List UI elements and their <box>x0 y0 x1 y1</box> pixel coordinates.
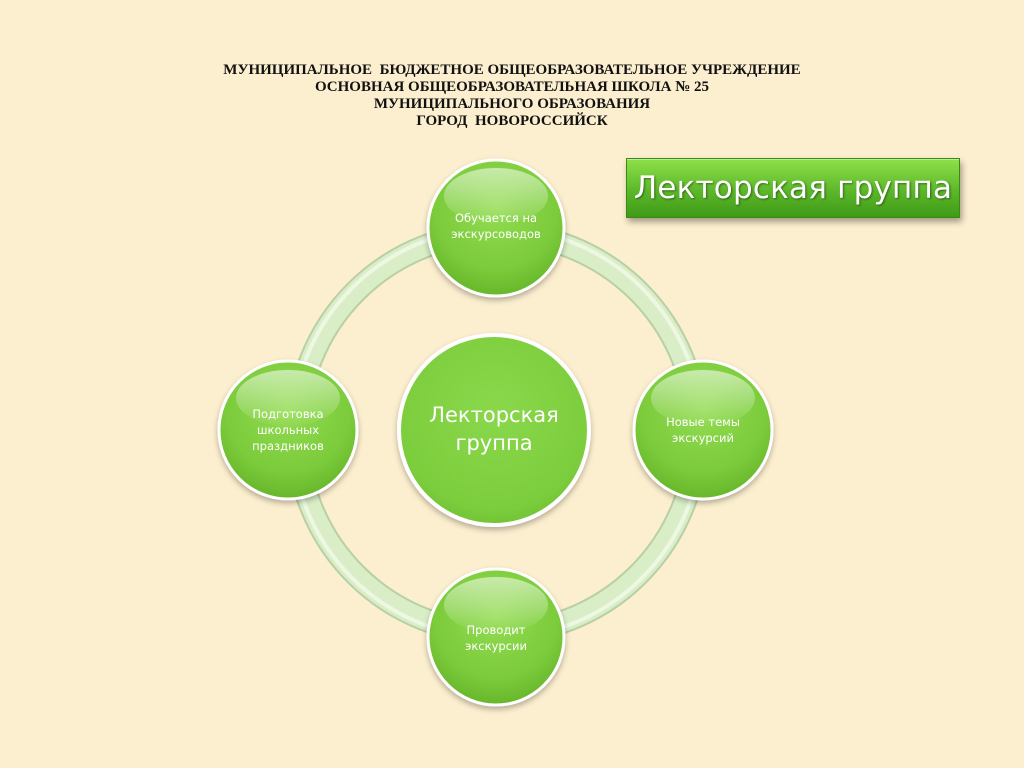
center-node <box>397 333 591 527</box>
node-right-line2: экскурсий <box>672 431 734 445</box>
header-line: МУНИЦИПАЛЬНОЕ БЮДЖЕТНОЕ ОБЩЕОБРАЗОВАТЕЛЬ… <box>223 62 801 78</box>
node-right <box>632 359 774 501</box>
node-bottom <box>426 567 566 707</box>
node-top-line2: экскурсоводов <box>451 227 541 241</box>
node-top <box>426 158 566 298</box>
center-label-line1: Лекторская <box>429 403 559 427</box>
header-line: ГОРОД НОВОРОССИЙСК <box>416 113 608 129</box>
node-left <box>217 359 359 501</box>
node-right-line1: Новые темы <box>666 415 740 429</box>
node-top-line1: Обучается на <box>455 211 537 225</box>
node-bottom-line1: Проводит <box>467 623 526 637</box>
center-label-line2: группа <box>455 431 532 455</box>
node-bottom-line2: экскурсии <box>465 639 527 653</box>
node-left-line1: Подготовка <box>252 407 323 421</box>
school-header: МУНИЦИПАЛЬНОЕ БЮДЖЕТНОЕ ОБЩЕОБРАЗОВАТЕЛЬ… <box>0 62 1024 130</box>
node-left-line2: школьных <box>257 423 319 437</box>
node-left-line3: праздников <box>252 439 324 453</box>
title-banner: Лекторская группа <box>626 158 960 218</box>
header-line: МУНИЦИПАЛЬНОГО ОБРАЗОВАНИЯ <box>373 96 651 112</box>
header-line: ОСНОВНАЯ ОБЩЕОБРАЗОВАТЕЛЬНАЯ ШКОЛА № 25 <box>314 79 710 95</box>
